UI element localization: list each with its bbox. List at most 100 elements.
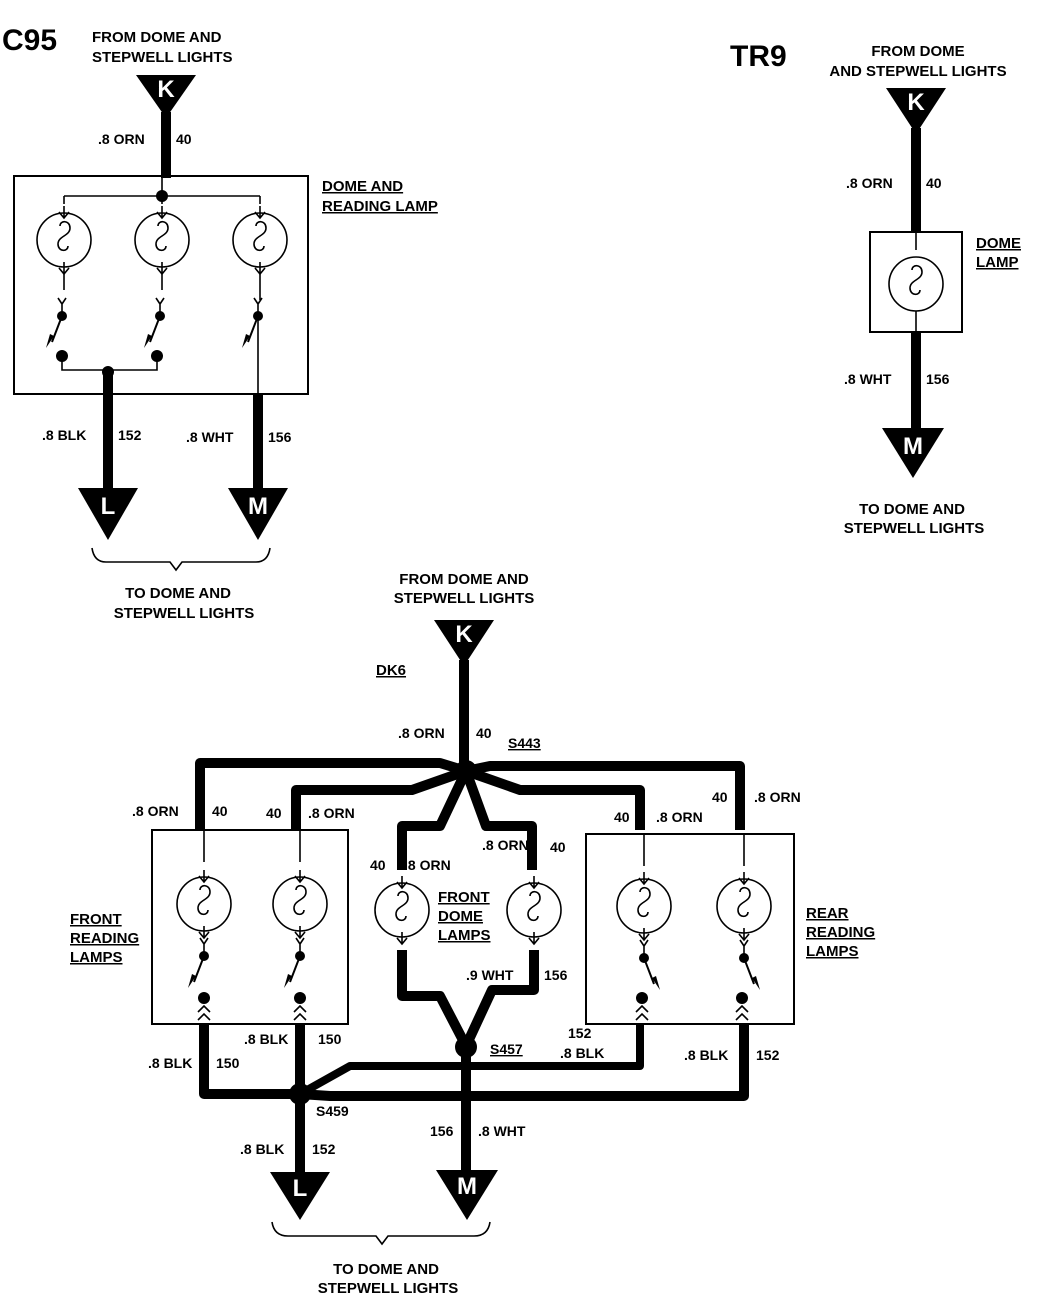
dk6-label-152-1: 152 (568, 1025, 592, 1041)
dk6-to-line2: STEPWELL LIGHTS (318, 1280, 459, 1296)
tr9-connector-k-label: K (907, 89, 925, 116)
dk6-in-wire: .8 ORN (398, 725, 445, 741)
c95-connector-m (228, 488, 288, 540)
c95-title: C95 (2, 24, 57, 57)
tr9-section: TR9 FROM DOME AND STEPWELL LIGHTS K .8 O… (730, 40, 1021, 537)
dk6-wire-orn-rear-right (464, 761, 745, 830)
dk6-connector-k (434, 620, 494, 666)
dk6-label-40-1: 40 (212, 803, 228, 819)
dk6-splice-mid: S457 (490, 1041, 523, 1057)
tr9-to-line1: TO DOME AND (859, 501, 965, 518)
dk6-label-orn-5: .8 ORN (656, 809, 703, 825)
dk6-label-40-6: 40 (712, 789, 728, 805)
front-dome-label2: DOME (438, 908, 483, 925)
front-dome-label1: FRONT (438, 889, 490, 906)
rear-reading-label1: REAR (806, 905, 849, 922)
dk6-label-150-2: 150 (318, 1031, 342, 1047)
c95-switch-2 (143, 297, 166, 349)
c95-from-line2: STEPWELL LIGHTS (92, 49, 233, 66)
c95-out1-wire: .8 BLK (42, 427, 86, 443)
dk6-wire-wht-left (397, 950, 471, 1049)
dk6-label-wht-2: .8 WHT (478, 1123, 526, 1139)
dk6-wire-blk-front-left (199, 1024, 300, 1099)
tr9-in-circuit: 40 (926, 175, 942, 191)
dk6-label-40-2: 40 (266, 805, 282, 821)
c95-in-circuit: 40 (176, 131, 192, 147)
rear-reading-bulb-2 (716, 871, 772, 941)
c95-out1-circuit: 152 (118, 427, 142, 443)
tr9-from-line2: AND STEPWELL LIGHTS (829, 63, 1006, 80)
tr9-out-wire: .8 WHT (844, 371, 892, 387)
dk6-splice-bot: S459 (316, 1103, 349, 1119)
dk6-section: FROM DOME AND STEPWELL LIGHTS K DK6 .8 O… (70, 571, 875, 1296)
front-reading-label3: LAMPS (70, 949, 123, 966)
c95-in-wire: .8 ORN (98, 131, 145, 147)
c95-bracket (91, 547, 271, 572)
dk6-label-40-5: 40 (614, 809, 630, 825)
dk6-connector-k-label: K (455, 621, 473, 648)
dk6-from-line2: STEPWELL LIGHTS (394, 590, 535, 607)
dk6-label-152-3: 152 (312, 1141, 336, 1157)
dk6-label-blk-3: .8 BLK (560, 1045, 604, 1061)
dk6-label-156-1: 156 (544, 967, 568, 983)
tr9-in-wire: .8 ORN (846, 175, 893, 191)
dk6-connector-l-label: L (293, 1175, 308, 1202)
dk6-bracket (271, 1221, 491, 1246)
dk6-label-orn-2: .8 ORN (308, 805, 355, 821)
c95-connector-l-label: L (101, 493, 116, 520)
dk6-label-40-3: 40 (370, 857, 386, 873)
tr9-to-line2: STEPWELL LIGHTS (844, 520, 985, 537)
tr9-connector-m (882, 428, 944, 478)
front-reading-label1: FRONT (70, 911, 122, 928)
rear-reading-switch-1 (638, 939, 661, 991)
front-reading-bulb-2 (272, 869, 328, 939)
dk6-label-blk-5: .8 BLK (240, 1141, 284, 1157)
c95-switch-3 (241, 297, 264, 349)
tr9-from-line1: FROM DOME (871, 43, 964, 60)
tr9-title: TR9 (730, 40, 787, 73)
rear-reading-box (585, 833, 795, 1025)
dk6-label-40-4: 40 (550, 839, 566, 855)
c95-section: C95 FROM DOME AND STEPWELL LIGHTS K .8 O… (2, 24, 438, 622)
front-reading-label2: READING (70, 930, 139, 947)
dk6-label-orn-1: .8 ORN (132, 803, 179, 819)
c95-connector-l (78, 488, 138, 540)
dk6-label-150-1: 150 (216, 1055, 240, 1071)
c95-from-line1: FROM DOME AND (92, 29, 222, 46)
dk6-in-circuit: 40 (476, 725, 492, 741)
dk6-label-wht-1: .9 WHT (466, 967, 514, 983)
c95-lamp-box (13, 175, 309, 395)
dk6-label-orn-4: .8 ORN (482, 837, 529, 853)
c95-to-line2: STEPWELL LIGHTS (114, 605, 255, 622)
dk6-wire-blk-rear-right (299, 1024, 749, 1101)
c95-lamp-label1: DOME AND (322, 178, 403, 195)
dk6-label-156-2: 156 (430, 1123, 454, 1139)
tr9-lamp-label2: LAMP (976, 254, 1019, 271)
front-reading-box (151, 829, 349, 1025)
rear-reading-switch-2 (738, 939, 761, 991)
front-dome-label3: LAMPS (438, 927, 491, 944)
front-reading-switch-1 (187, 937, 210, 989)
dk6-wire-orn-front-left (195, 758, 468, 830)
dk6-from-line1: FROM DOME AND (399, 571, 529, 588)
rear-reading-bulb-1 (616, 871, 672, 941)
dk6-wire-orn-dome-right (461, 769, 537, 870)
dk6-label-blk-4: .8 BLK (684, 1047, 728, 1063)
front-reading-switch-2 (283, 937, 306, 989)
front-reading-bulb-1 (176, 869, 232, 939)
c95-to-line1: TO DOME AND (125, 585, 231, 602)
tr9-connector-k (886, 88, 946, 134)
dk6-label-blk-1: .8 BLK (148, 1055, 192, 1071)
dk6-to-line1: TO DOME AND (333, 1261, 439, 1278)
rear-reading-label2: READING (806, 924, 875, 941)
c95-bulb-3 (232, 205, 288, 275)
dk6-title: DK6 (376, 662, 406, 679)
c95-connector-m-label: M (248, 493, 268, 520)
dk6-wire-blk-rear-left (298, 1024, 644, 1098)
tr9-connector-m-label: M (903, 433, 923, 460)
tr9-out-circuit: 156 (926, 371, 950, 387)
dk6-wire-wht-right (461, 950, 539, 1049)
c95-switch-1 (45, 297, 68, 349)
c95-bulb-1 (36, 205, 92, 275)
